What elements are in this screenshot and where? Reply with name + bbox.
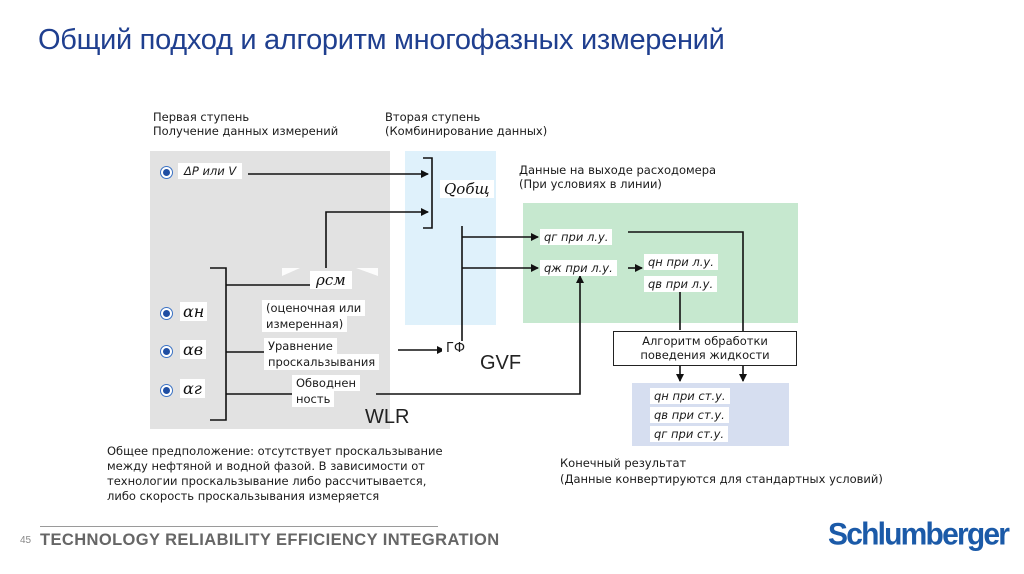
qtotal-bracket	[423, 157, 433, 229]
second-stage-title: Вторая ступень	[385, 110, 481, 124]
slip-equation-line2: проскальзывания	[264, 354, 380, 370]
output-subtitle: (При условиях в линии)	[519, 177, 662, 191]
wire-rho-to-qtotal	[325, 208, 429, 268]
first-stage-subtitle: Получение данных измерений	[153, 124, 339, 138]
slide-title: Общий подход и алгоритм многофазных изме…	[38, 24, 725, 56]
algorithm-box: Алгоритм обработки поведения жидкости	[613, 331, 797, 366]
result-title: Конечный результат	[560, 456, 687, 470]
dp-or-v-label: ΔP или V	[178, 163, 243, 179]
rho-mix-node: ρсм	[310, 271, 352, 289]
footer-divider	[40, 526, 438, 527]
alpha-oil-label: αн	[180, 302, 208, 321]
schlumberger-logo: Schlumberger	[828, 517, 1010, 552]
q-liquid-line: qж при л.у.	[540, 260, 617, 276]
page-number: 45	[20, 535, 32, 546]
assumption-line3: технологии проскальзывание либо рассчиты…	[107, 474, 427, 488]
q-gas-std: qг при ст.у.	[650, 426, 729, 442]
algorithm-line2: поведения жидкости	[640, 348, 770, 362]
q-water-line: qв при л.у.	[644, 276, 718, 292]
output-title: Данные на выходе расходомера	[519, 163, 717, 177]
algorithm-line1: Алгоритм обработки	[642, 334, 768, 348]
estimate-note-line2: измеренная)	[262, 316, 348, 332]
footer-slogan: TECHNOLOGY RELIABILITY EFFICIENCY INTEGR…	[40, 531, 500, 549]
first-stage-title: Первая ступень	[153, 110, 250, 124]
rho-banner-right	[356, 268, 378, 276]
second-stage-subtitle: (Комбинирование данных)	[385, 124, 548, 138]
q-oil-line: qн при л.у.	[644, 254, 718, 270]
rho-banner-left	[282, 268, 300, 276]
alpha-n-radio-icon	[160, 307, 173, 320]
alpha-bracket	[210, 267, 227, 421]
assumption-line1: Общее предположение: отсутствует проскал…	[107, 444, 443, 458]
q-gas-line: qг при л.у.	[540, 229, 613, 245]
alpha-v-radio-icon	[160, 345, 173, 358]
water-cut-line2: ность	[292, 391, 335, 407]
alpha-gas-label: αг	[180, 379, 205, 398]
alpha-water-label: αв	[180, 340, 207, 359]
wire-wlr-to-qzh	[376, 275, 584, 395]
result-subtitle: (Данные конвертируются для стандартных у…	[560, 472, 883, 486]
water-cut-line1: Обводнен	[292, 375, 361, 391]
q-total-node: Qобщ	[440, 180, 494, 198]
alpha-g-radio-icon	[160, 384, 173, 397]
gvf-label: GVF	[480, 352, 522, 374]
assumption-line4: либо скорость проскальзывания измеряется	[107, 489, 380, 503]
q-oil-std: qн при ст.у.	[650, 388, 730, 404]
assumption-line2: между нефтяной и водной фазой. В зависим…	[107, 459, 425, 473]
wlr-label: WLR	[365, 406, 410, 428]
dp-radio-icon	[160, 166, 173, 179]
q-water-std: qв при ст.у.	[650, 407, 729, 423]
estimate-note-line1: (оценочная или	[262, 300, 366, 316]
gf-node: ГФ	[442, 341, 470, 357]
slip-equation-line1: Уравнение	[264, 338, 337, 354]
